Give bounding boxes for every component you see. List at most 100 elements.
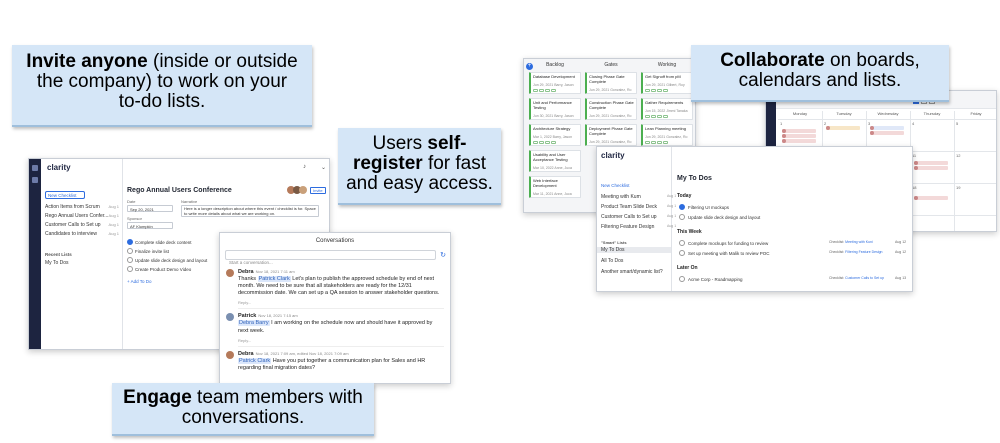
- calendar-event[interactable]: [914, 166, 948, 170]
- todo-item[interactable]: Set up meeting with Malik to review POC: [679, 250, 770, 256]
- callout-register-text: Users: [372, 133, 428, 154]
- card-meta: Jun 29, 2021 Gonzalez, Ro: [589, 88, 632, 92]
- callout-engage-text: team members with: [191, 387, 363, 408]
- todo-checklist-link[interactable]: Meeting with Kuni: [845, 240, 873, 244]
- card-meta: Mar 1, 2022 Barry, Jason: [533, 135, 573, 139]
- reply-link[interactable]: Reply...: [238, 300, 444, 310]
- calendar-event[interactable]: [914, 161, 948, 165]
- bell-icon[interactable]: ♪: [303, 164, 306, 170]
- calendar-date[interactable]: 2: [824, 121, 827, 126]
- calendar-date[interactable]: 3: [868, 121, 871, 126]
- card-tags: [533, 171, 578, 172]
- list-icon[interactable]: [32, 177, 38, 183]
- todo-checklist-meta: Checklist: Filtering Feature Design: [829, 250, 883, 254]
- edit-icon[interactable]: ✎: [221, 188, 227, 194]
- calendar-date[interactable]: 19: [956, 185, 961, 190]
- calendar-event[interactable]: [826, 126, 860, 130]
- smart-list-item[interactable]: My To Dos: [597, 247, 671, 253]
- sidebar-item-label: Meeting with Kum: [601, 194, 641, 200]
- todo-item[interactable]: Update slide deck design and layout: [679, 214, 760, 220]
- smart-list-item[interactable]: All To Dos: [601, 258, 624, 264]
- todo-item[interactable]: Acme Corp - Roadmapping: [679, 276, 743, 282]
- chevron-down-icon[interactable]: ⌄: [321, 165, 327, 171]
- calendar-date[interactable]: 12: [956, 153, 961, 158]
- task-item[interactable]: Create Product Demo Video: [127, 266, 191, 272]
- calendar-event[interactable]: [870, 126, 904, 130]
- new-checklist-button[interactable]: New Checklist: [601, 183, 630, 188]
- mention-tag[interactable]: Patrick Clark: [257, 276, 291, 282]
- calendar-event[interactable]: [870, 131, 904, 135]
- todo-checklist-link[interactable]: Customer Calls to Set up: [845, 276, 885, 280]
- sidebar-item-recent[interactable]: My To Dos: [45, 260, 69, 266]
- tag-chip: [663, 115, 668, 118]
- calendar-date[interactable]: 1: [780, 121, 783, 126]
- add-icon[interactable]: +: [526, 63, 533, 70]
- refresh-icon[interactable]: ↻: [440, 252, 446, 259]
- add-todo-link[interactable]: + Add To Do: [127, 279, 152, 284]
- date-field[interactable]: Sep 20, 2021: [127, 205, 173, 212]
- task-item[interactable]: Finalize invite list: [127, 248, 169, 254]
- callout-engage-line2: conversations.: [181, 406, 305, 428]
- message-timestamp: Nov 18, 2021 7:09 am, edited Nov 18, 202…: [255, 350, 349, 356]
- sidebar-item[interactable]: Rego Annual Users Confer...Aug 1: [45, 213, 119, 219]
- narrative-field[interactable]: Here is a longer description about where…: [181, 205, 319, 217]
- message-timestamp: Nov 18, 2021 7:15 am: [258, 313, 298, 319]
- callout-collaborate-bold: Collaborate: [720, 50, 825, 71]
- home-icon[interactable]: [32, 165, 38, 171]
- reply-link[interactable]: Reply...: [238, 338, 444, 347]
- message-text: Let's plan to publish the approved sched…: [238, 276, 440, 297]
- calendar-date[interactable]: 11: [912, 153, 917, 158]
- calendar-divider: [778, 119, 996, 120]
- task-item[interactable]: Complete slide deck content: [127, 239, 192, 245]
- todo-item[interactable]: Complete mockups for funding to review: [679, 240, 768, 246]
- tag-chip: [551, 141, 556, 144]
- todo-due-date: Aug 12: [895, 240, 907, 244]
- calendar-event[interactable]: [914, 196, 948, 200]
- new-checklist-button[interactable]: New Checklist: [45, 191, 85, 199]
- callout-register-bold1: self-: [427, 133, 467, 154]
- card-tags: [645, 88, 690, 93]
- mention-tag[interactable]: Patrick Clark: [238, 357, 272, 364]
- calendar-event[interactable]: [782, 129, 816, 133]
- callout-engage-bold: Engage: [123, 387, 192, 408]
- callout-collaborate-line2: calendars and lists.: [738, 69, 902, 91]
- avatar: [226, 350, 234, 359]
- task-item[interactable]: Update slide deck design and layout: [127, 257, 207, 263]
- calendar-event[interactable]: [782, 134, 816, 138]
- todo-item[interactable]: Filtering UI mockups: [679, 204, 729, 210]
- calendar-date[interactable]: 18: [912, 185, 917, 190]
- calendar-event[interactable]: [782, 139, 816, 143]
- tag-chip: [657, 141, 662, 144]
- todo-checklist-link[interactable]: Filtering Feature Design: [845, 250, 883, 254]
- sponsor-field[interactable]: AF Klumpkin: [127, 222, 173, 229]
- calendar-day-header: Tuesday: [836, 111, 852, 116]
- conversation-input[interactable]: Start a conversation...: [225, 250, 436, 265]
- calendar-date[interactable]: 4: [912, 121, 915, 126]
- invite-button[interactable]: Invite: [310, 187, 326, 194]
- callout-register-text2: for fast: [422, 152, 487, 174]
- smart-list-item[interactable]: Another smart/dynamic list?: [601, 269, 663, 275]
- card-title: Usability and User Acceptance Testing: [533, 152, 568, 162]
- card-meta: Jun 29, 2021 Gilbert, Roy: [645, 83, 685, 87]
- mention-tag[interactable]: Debra Barry: [238, 320, 270, 327]
- calendar-date[interactable]: 5: [956, 121, 959, 126]
